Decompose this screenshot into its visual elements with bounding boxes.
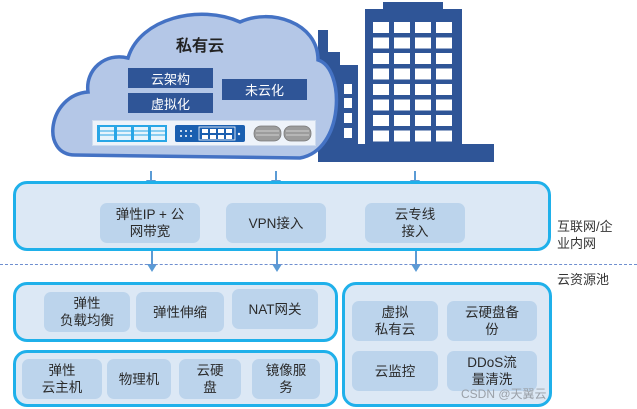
tile-elastic-ip-bandwidth[interactable]: 弹性IP + 公 网带宽 (100, 203, 200, 243)
tile-vpn-access[interactable]: VPN接入 (226, 203, 326, 243)
building-window (394, 99, 410, 111)
building-window (394, 22, 410, 33)
building-window (436, 53, 452, 64)
tile-image-service[interactable]: 镜像服 务 (252, 359, 320, 399)
building-window (436, 84, 452, 95)
building-window (415, 53, 431, 64)
watermark: CSDN @天翼云 (461, 387, 547, 401)
server-rack-icon (97, 125, 167, 142)
building-window (394, 115, 410, 126)
building-window (415, 115, 431, 126)
building-window (415, 84, 431, 95)
tile-virtual-private-cloud[interactable]: 虚拟 私有云 (352, 301, 438, 341)
building-window (436, 99, 452, 111)
tile-elastic-load-balancer[interactable]: 弹性 负载均衡 (44, 292, 130, 332)
building-window (436, 115, 452, 126)
building-window (373, 53, 389, 64)
building-window (394, 130, 410, 142)
virtualization-block: 虚拟化 (128, 93, 213, 113)
building-window (394, 37, 410, 49)
network-switch-icon (175, 125, 245, 142)
hardware-strip (92, 120, 316, 146)
arrow-down (272, 251, 282, 272)
tile-cloud-monitoring[interactable]: 云监控 (352, 351, 438, 391)
building-window (373, 115, 389, 126)
cloud-title: 私有云 (175, 38, 224, 55)
building-window (373, 22, 389, 33)
tile-nat-gateway[interactable]: NAT网关 (232, 289, 318, 329)
building-window (373, 99, 389, 111)
tile-elastic-cloud-server[interactable]: 弹性 云主机 (22, 359, 102, 399)
building-window (373, 84, 389, 95)
building-window (373, 130, 389, 142)
building-window (415, 37, 431, 49)
arrow-down (411, 251, 421, 272)
tile-auto-scaling[interactable]: 弹性伸缩 (136, 292, 224, 332)
internet-intranet-label: 互联网/企 业内网 (557, 219, 613, 251)
building-window (415, 99, 431, 111)
building-window (436, 130, 452, 142)
arrow-down (147, 251, 157, 272)
building-window (373, 37, 389, 49)
resource-pool-label: 云资源池 (557, 272, 610, 287)
tile-cloud-disk-backup[interactable]: 云硬盘备 份 (447, 301, 537, 341)
building-window (436, 22, 452, 33)
building-window (394, 68, 410, 80)
building-window (436, 37, 452, 49)
tile-bare-metal[interactable]: 物理机 (107, 359, 171, 399)
zone-divider (0, 264, 637, 265)
building-window (415, 68, 431, 80)
building-window (436, 68, 452, 80)
building-window (394, 53, 410, 64)
cloud-architecture-block: 云架构 (128, 68, 213, 88)
tile-cloud-disk[interactable]: 云硬 盘 (179, 359, 241, 399)
building-window (373, 68, 389, 80)
office-building-icon (318, 2, 494, 162)
building-window (415, 22, 431, 33)
non-cloud-block: 未云化 (222, 79, 307, 100)
tile-ddos-scrubbing[interactable]: DDoS流 量清洗 (447, 351, 537, 391)
private-cloud-shape (51, 12, 339, 160)
building-window (415, 130, 431, 142)
storage-disk-icon (253, 125, 312, 142)
building-window (394, 84, 410, 95)
tile-direct-connect[interactable]: 云专线 接入 (365, 203, 465, 243)
